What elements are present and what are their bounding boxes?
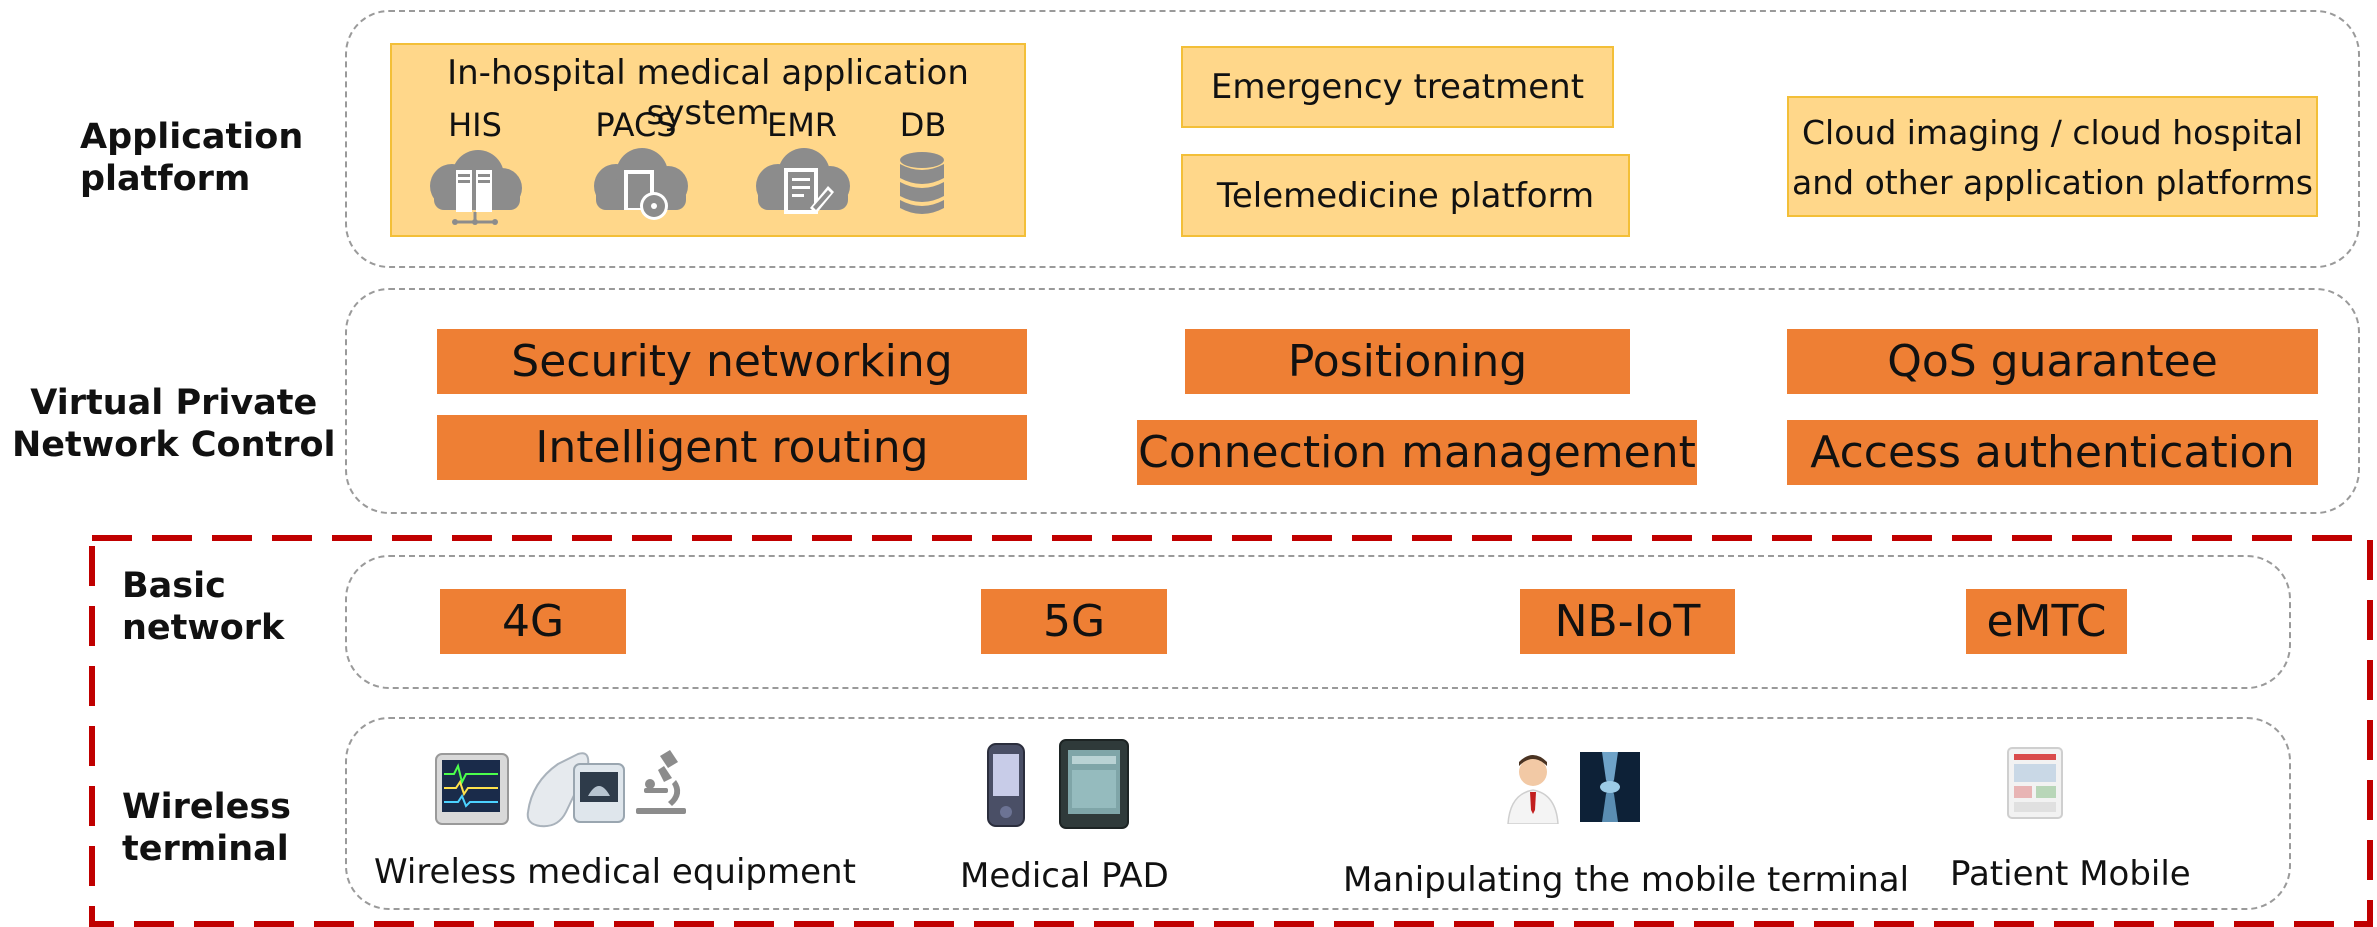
patient-mobile-label: Patient Mobile [1950,854,2191,894]
layer-label-wireless: Wireless terminal [122,787,292,869]
basic-network-layer-box [345,555,2291,689]
wireless-terminal-layer-box [345,717,2291,910]
system-label-pacs: PACS [595,106,677,144]
layer-label-vpn: Virtual Private Network Control [12,383,336,465]
mobile-terminal-label: Manipulating the mobile terminal [1343,860,1910,900]
in-hospital-system-title: In-hospital medical application system [447,53,969,133]
network-4g-box: 4G [440,589,626,654]
network-nbiot-box: NB-IoT [1520,589,1735,654]
positioning-box: Positioning [1185,329,1630,394]
telemedicine-platform-box: Telemedicine platform [1181,154,1630,237]
system-label-his: HIS [448,106,502,144]
system-label-emr: EMR [766,106,838,144]
cloud-platforms-line1: Cloud imaging / cloud hospital [1802,113,2303,152]
wireless-medical-equipment-label: Wireless medical equipment [374,852,856,892]
cloud-platforms-line2: and other application platforms [1792,163,2313,202]
doctor-avatar-icon [1507,755,1559,824]
network-5g-box: 5G [981,589,1167,654]
database-icon [900,152,944,214]
pda-device-icon [987,743,1025,827]
cloud-server-icon [430,150,522,225]
qos-guarantee-box: QoS guarantee [1787,329,2318,394]
telemedicine-platform-label: Telemedicine platform [1216,175,1595,216]
access-authentication-box: Access authentication [1787,420,2318,485]
patient-mobile-icon [2007,747,2063,819]
cloud-disc-icon [594,148,688,220]
layer-label-basic: Basic network [122,566,285,648]
intelligent-routing-box: Intelligent routing [437,415,1027,480]
network-emtc-box: eMTC [1966,589,2127,654]
microscope-icon [636,750,686,814]
patient-monitor-icon [435,753,509,825]
emergency-treatment-label: Emergency treatment [1210,67,1585,107]
cloud-platforms-box: Cloud imaging / cloud hospital and other… [1787,96,2318,217]
security-networking-box: Security networking [437,329,1027,394]
medical-pad-label: Medical PAD [960,856,1169,896]
cloud-document-icon [756,148,850,214]
application-layer-box [345,10,2360,268]
system-label-db: DB [899,106,947,144]
xray-image-icon [1580,752,1640,822]
connection-management-box: Connection management [1137,420,1697,485]
layer-label-application: Application platform [80,117,304,199]
vpn-layer-box [345,288,2360,514]
ultrasound-device-icon [526,752,625,828]
emergency-treatment-box: Emergency treatment [1181,46,1614,128]
tablet-device-icon [1059,739,1129,829]
